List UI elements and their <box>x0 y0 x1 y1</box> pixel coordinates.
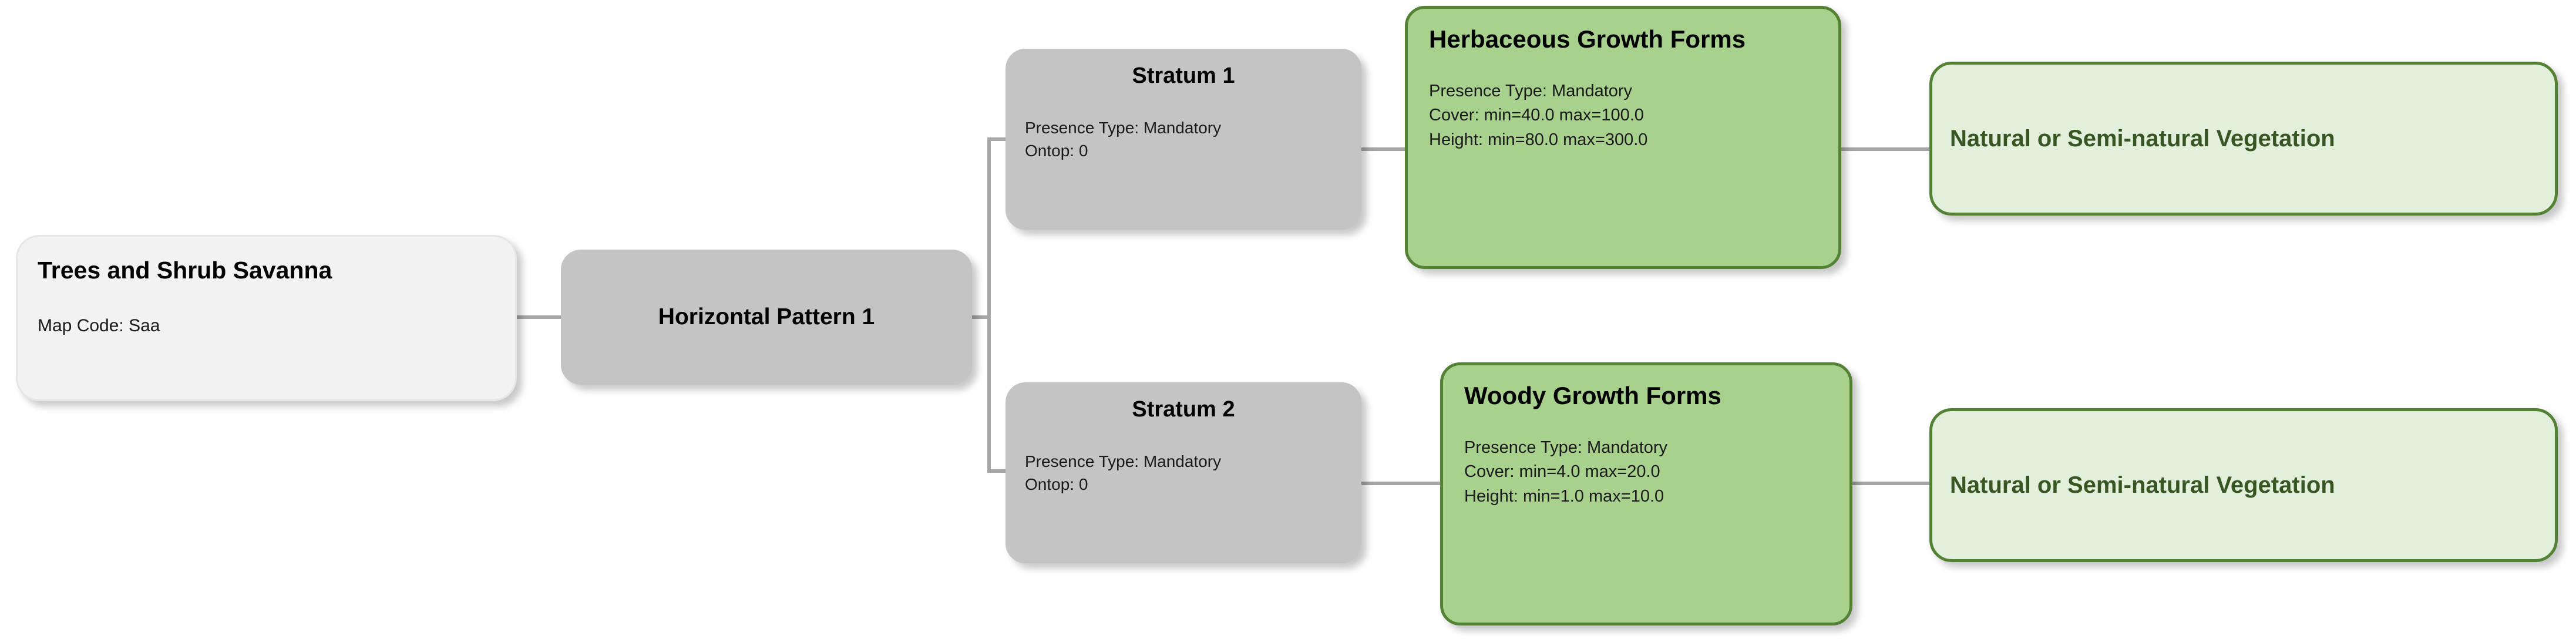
connector-herbaceous-to-vegetation <box>1839 147 1932 151</box>
woody-cover: Cover: min=4.0 max=20.0 <box>1464 462 1660 482</box>
woody-presence-type: Presence Type: Mandatory <box>1464 438 1668 458</box>
node-herbaceous-growth-forms[interactable]: Herbaceous Growth Forms Presence Type: M… <box>1405 6 1841 269</box>
stratum-2-ontop: Ontop: 0 <box>1025 475 1088 494</box>
node-woody-growth-forms[interactable]: Woody Growth Forms Presence Type: Mandat… <box>1440 362 1852 625</box>
connector-stratum-2-to-woody <box>1361 482 1442 485</box>
map-unit-details: Map Code: Saa <box>38 314 495 339</box>
connector-mapunit-to-pattern <box>517 315 563 319</box>
woody-growth-forms-title: Woody Growth Forms <box>1464 382 1721 409</box>
horizontal-pattern-title: Horizontal Pattern 1 <box>658 304 875 329</box>
stratum-2-presence-type: Presence Type: Mandatory <box>1025 452 1222 470</box>
node-stratum-1[interactable]: Stratum 1 Presence Type: Mandatory Ontop… <box>1005 49 1361 230</box>
vegetation-bottom-title: Natural or Semi-natural Vegetation <box>1950 472 2335 498</box>
node-vegetation-bottom[interactable]: Natural or Semi-natural Vegetation <box>1929 408 2558 562</box>
connector-spine-to-stratum-2 <box>987 469 1007 473</box>
herbaceous-growth-forms-details: Presence Type: Mandatory Cover: min=40.0… <box>1429 79 1817 152</box>
stratum-1-details: Presence Type: Mandatory Ontop: 0 <box>1025 116 1342 163</box>
connector-stratum-1-to-herbaceous <box>1361 147 1407 151</box>
connector-spine-to-stratum-1 <box>987 137 1007 141</box>
vegetation-top-title: Natural or Semi-natural Vegetation <box>1950 126 2335 152</box>
stratum-1-title: Stratum 1 <box>1132 63 1235 88</box>
herbaceous-growth-forms-title: Herbaceous Growth Forms <box>1429 25 1746 53</box>
connector-branch-spine <box>987 137 991 473</box>
woody-height: Height: min=1.0 max=10.0 <box>1464 486 1664 506</box>
stratum-2-title: Stratum 2 <box>1132 397 1235 422</box>
node-map-unit[interactable]: Trees and Shrub Savanna Map Code: Saa <box>16 235 517 401</box>
herbaceous-cover: Cover: min=40.0 max=100.0 <box>1429 106 1644 125</box>
connector-woody-to-vegetation <box>1850 482 1932 485</box>
map-unit-title: Trees and Shrub Savanna <box>38 257 332 284</box>
map-unit-map-code: Map Code: Saa <box>38 316 160 336</box>
node-vegetation-top[interactable]: Natural or Semi-natural Vegetation <box>1929 62 2558 216</box>
herbaceous-presence-type: Presence Type: Mandatory <box>1429 82 1633 101</box>
node-horizontal-pattern[interactable]: Horizontal Pattern 1 <box>561 250 972 385</box>
connector-pattern-stem <box>972 315 991 319</box>
node-stratum-2[interactable]: Stratum 2 Presence Type: Mandatory Ontop… <box>1005 382 1361 563</box>
woody-growth-forms-details: Presence Type: Mandatory Cover: min=4.0 … <box>1464 436 1828 509</box>
herbaceous-height: Height: min=80.0 max=300.0 <box>1429 130 1648 149</box>
stratum-2-details: Presence Type: Mandatory Ontop: 0 <box>1025 450 1342 497</box>
stratum-1-ontop: Ontop: 0 <box>1025 142 1088 160</box>
stratum-1-presence-type: Presence Type: Mandatory <box>1025 118 1222 137</box>
